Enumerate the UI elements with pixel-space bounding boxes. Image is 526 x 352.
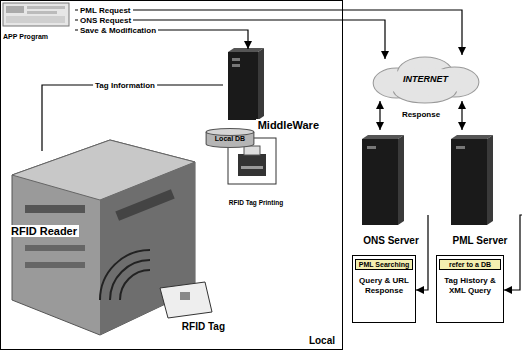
node-label: INTERNET (370, 74, 481, 84)
connector (42, 85, 223, 151)
connector (504, 215, 522, 290)
node-label: APP Program (3, 33, 48, 40)
internet-cloud: INTERNET (370, 55, 481, 105)
connector (461, 101, 462, 130)
app-program: APP Program (3, 3, 75, 41)
local-db: Local DB (205, 128, 255, 148)
node-body: Tag History & XML Query (439, 276, 501, 296)
connector (416, 215, 428, 290)
rfid-tag-card (160, 282, 212, 318)
node-label: PML Searching (355, 259, 413, 270)
app-program-picture (3, 3, 69, 26)
connector-label: ONS Request (78, 16, 133, 25)
node-label: RFID Tag Printing (223, 199, 289, 206)
connector-label: Tag Information (93, 81, 157, 90)
node-body: Query & URL Response (355, 276, 413, 296)
middleware-server: MiddleWare (223, 49, 323, 133)
local-region: Local APP ProgramMiddleWareLocal DB RFID T… (0, 0, 343, 350)
connector (379, 101, 380, 130)
tag-printing: RFID Tag Printing (223, 137, 289, 207)
free-label: Response (400, 110, 442, 119)
node-label: ONS Server (354, 235, 428, 246)
connector-label: PML Request (78, 6, 133, 15)
connector (75, 10, 462, 55)
node-label: refer to a DB (439, 259, 501, 270)
node-label: Local (307, 335, 337, 346)
ons-server: ONS Server (354, 130, 428, 246)
connector (75, 20, 385, 59)
db-reference-box: refer to a DB Tag History & XML Query (436, 255, 504, 323)
ons-server-tower (362, 135, 404, 225)
rfid-tag: RFID Tag (151, 281, 229, 333)
node-label: MiddleWare (256, 119, 321, 131)
node-label: Local DB (205, 135, 255, 142)
node-label: PML Server (438, 235, 522, 246)
node-label: RFID Tag (180, 321, 227, 332)
pml-server: PML Server (438, 130, 522, 246)
pml-server-tower (451, 135, 493, 225)
rfid-reader: RFID Reader (9, 151, 99, 237)
node-label: RFID Reader (9, 225, 79, 237)
pml-searching-box: PML SearchingQuery & URL Response (352, 255, 416, 323)
middleware-server (228, 48, 264, 120)
connector-label: Save & Modification (78, 26, 158, 35)
